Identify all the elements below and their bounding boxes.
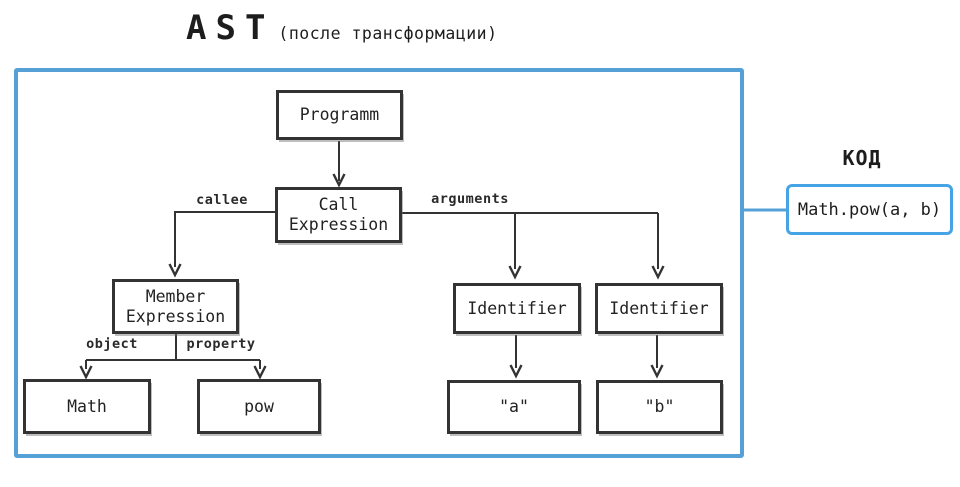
arrowhead-arguments-right [651,265,665,280]
code-text: Math.pow(a, b) [797,199,942,220]
arrowhead-object [79,365,93,380]
arrowhead-property [253,365,267,380]
arrowhead-programm-call [332,173,346,188]
title-subtitle: (после трансформации) [278,24,498,43]
node-identifier-left: Identifier [453,283,581,334]
node-member-expression: Member Expression [112,279,239,334]
node-call-expression: Call Expression [275,187,402,243]
node-pow: pow [197,379,321,434]
edge-callee [174,211,276,267]
arrowhead-arguments-left [508,265,522,280]
node-literal-a: "a" [447,380,581,434]
code-panel-title: КОД [842,146,882,170]
edge-label-arguments: arguments [431,191,509,207]
code-box: Math.pow(a, b) [786,184,953,235]
arrowhead-callee [168,263,182,278]
title-main: AST [186,8,275,48]
node-identifier-right: Identifier [595,283,723,334]
diagram-title: AST (после трансформации) [186,8,498,48]
node-math: Math [23,379,151,434]
ast-frame [14,68,744,458]
node-programm: Programm [276,90,403,140]
node-literal-b: "b" [596,380,723,434]
edge-label-callee: callee [196,192,248,208]
edge-label-object: object [86,336,138,352]
arrowhead-identifier-b [650,364,664,379]
arrowhead-identifier-a [509,364,523,379]
edge-label-property: property [186,336,256,352]
